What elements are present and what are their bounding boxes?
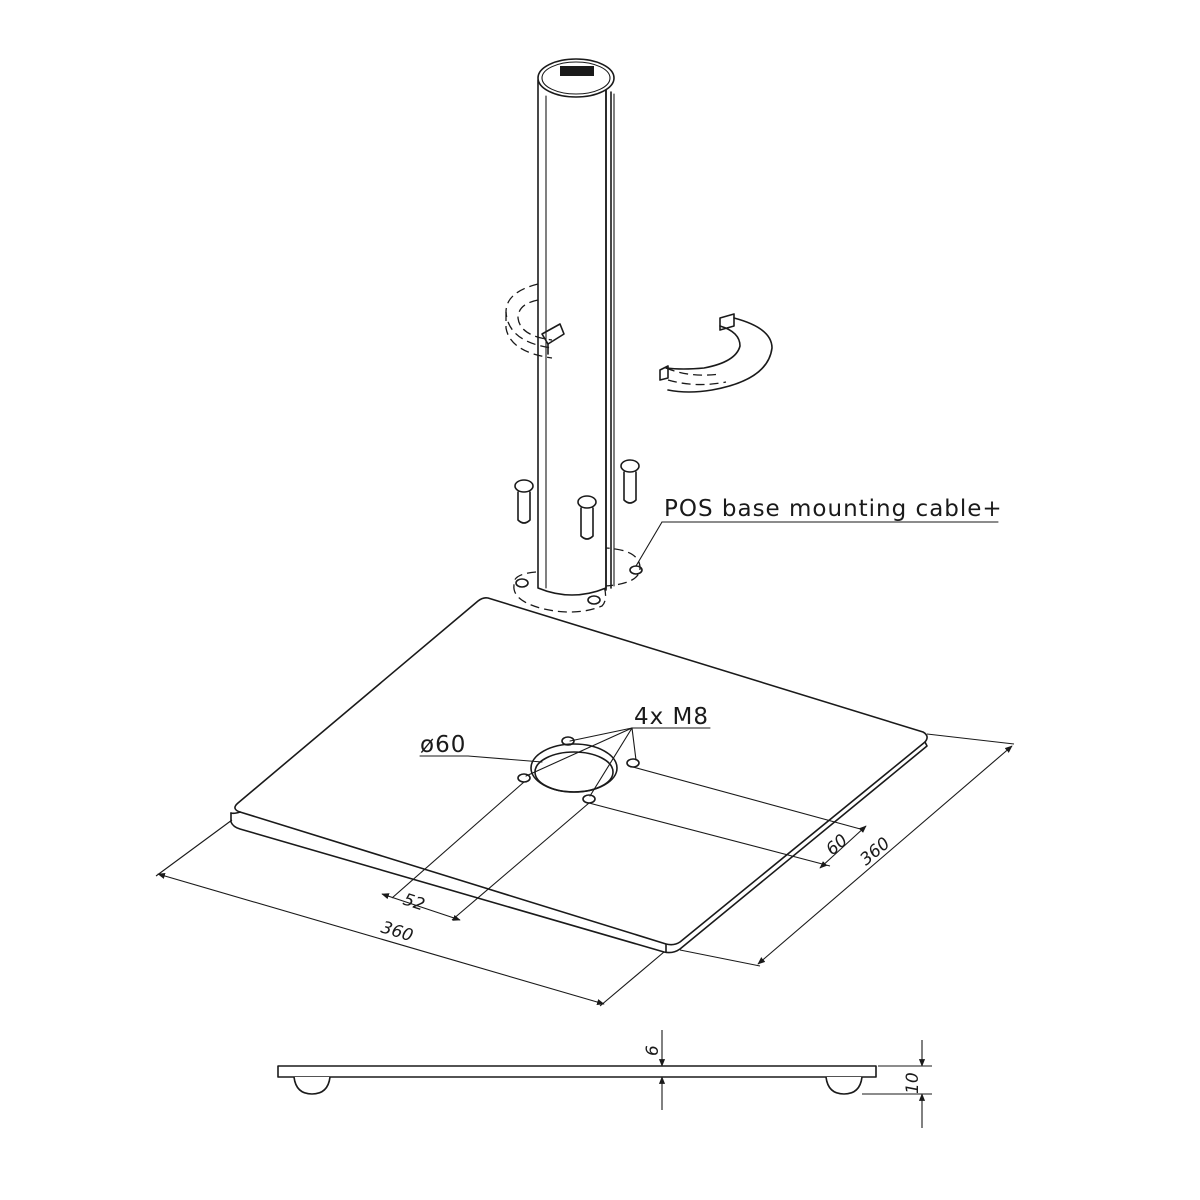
callout-pos-base: [635, 521, 999, 567]
hole-spacing-y-label: 60: [822, 831, 851, 860]
plate-thickness-label: 6: [643, 1045, 663, 1056]
cable-clamp-left: [505, 283, 565, 359]
bolt-icon: [514, 479, 534, 524]
column: [513, 58, 643, 613]
bolts-label: 4x M8: [634, 704, 709, 730]
hole-diameter-label: ø60: [420, 732, 466, 758]
bolt-icon: [620, 459, 640, 504]
plate-width-label: 360: [379, 918, 416, 947]
callout-bolts: [525, 727, 711, 797]
dim-total-height: [862, 1040, 932, 1128]
dim-plate-width: [155, 819, 665, 1007]
plate-depth-label: 360: [856, 834, 894, 870]
hole-spacing-x-label: 52: [400, 890, 427, 916]
pos-base-cable-label: POS base mounting cable+: [664, 496, 1003, 522]
base-plate: [230, 597, 928, 954]
brand-logo-icon: [560, 66, 594, 76]
cable-clamp-right: [659, 313, 773, 393]
bolt-icon: [577, 495, 597, 540]
total-height-label: 10: [903, 1072, 923, 1094]
callout-hole-diameter: [419, 755, 543, 763]
dim-plate-depth: [679, 733, 1015, 967]
side-view-plate: [277, 1065, 877, 1095]
